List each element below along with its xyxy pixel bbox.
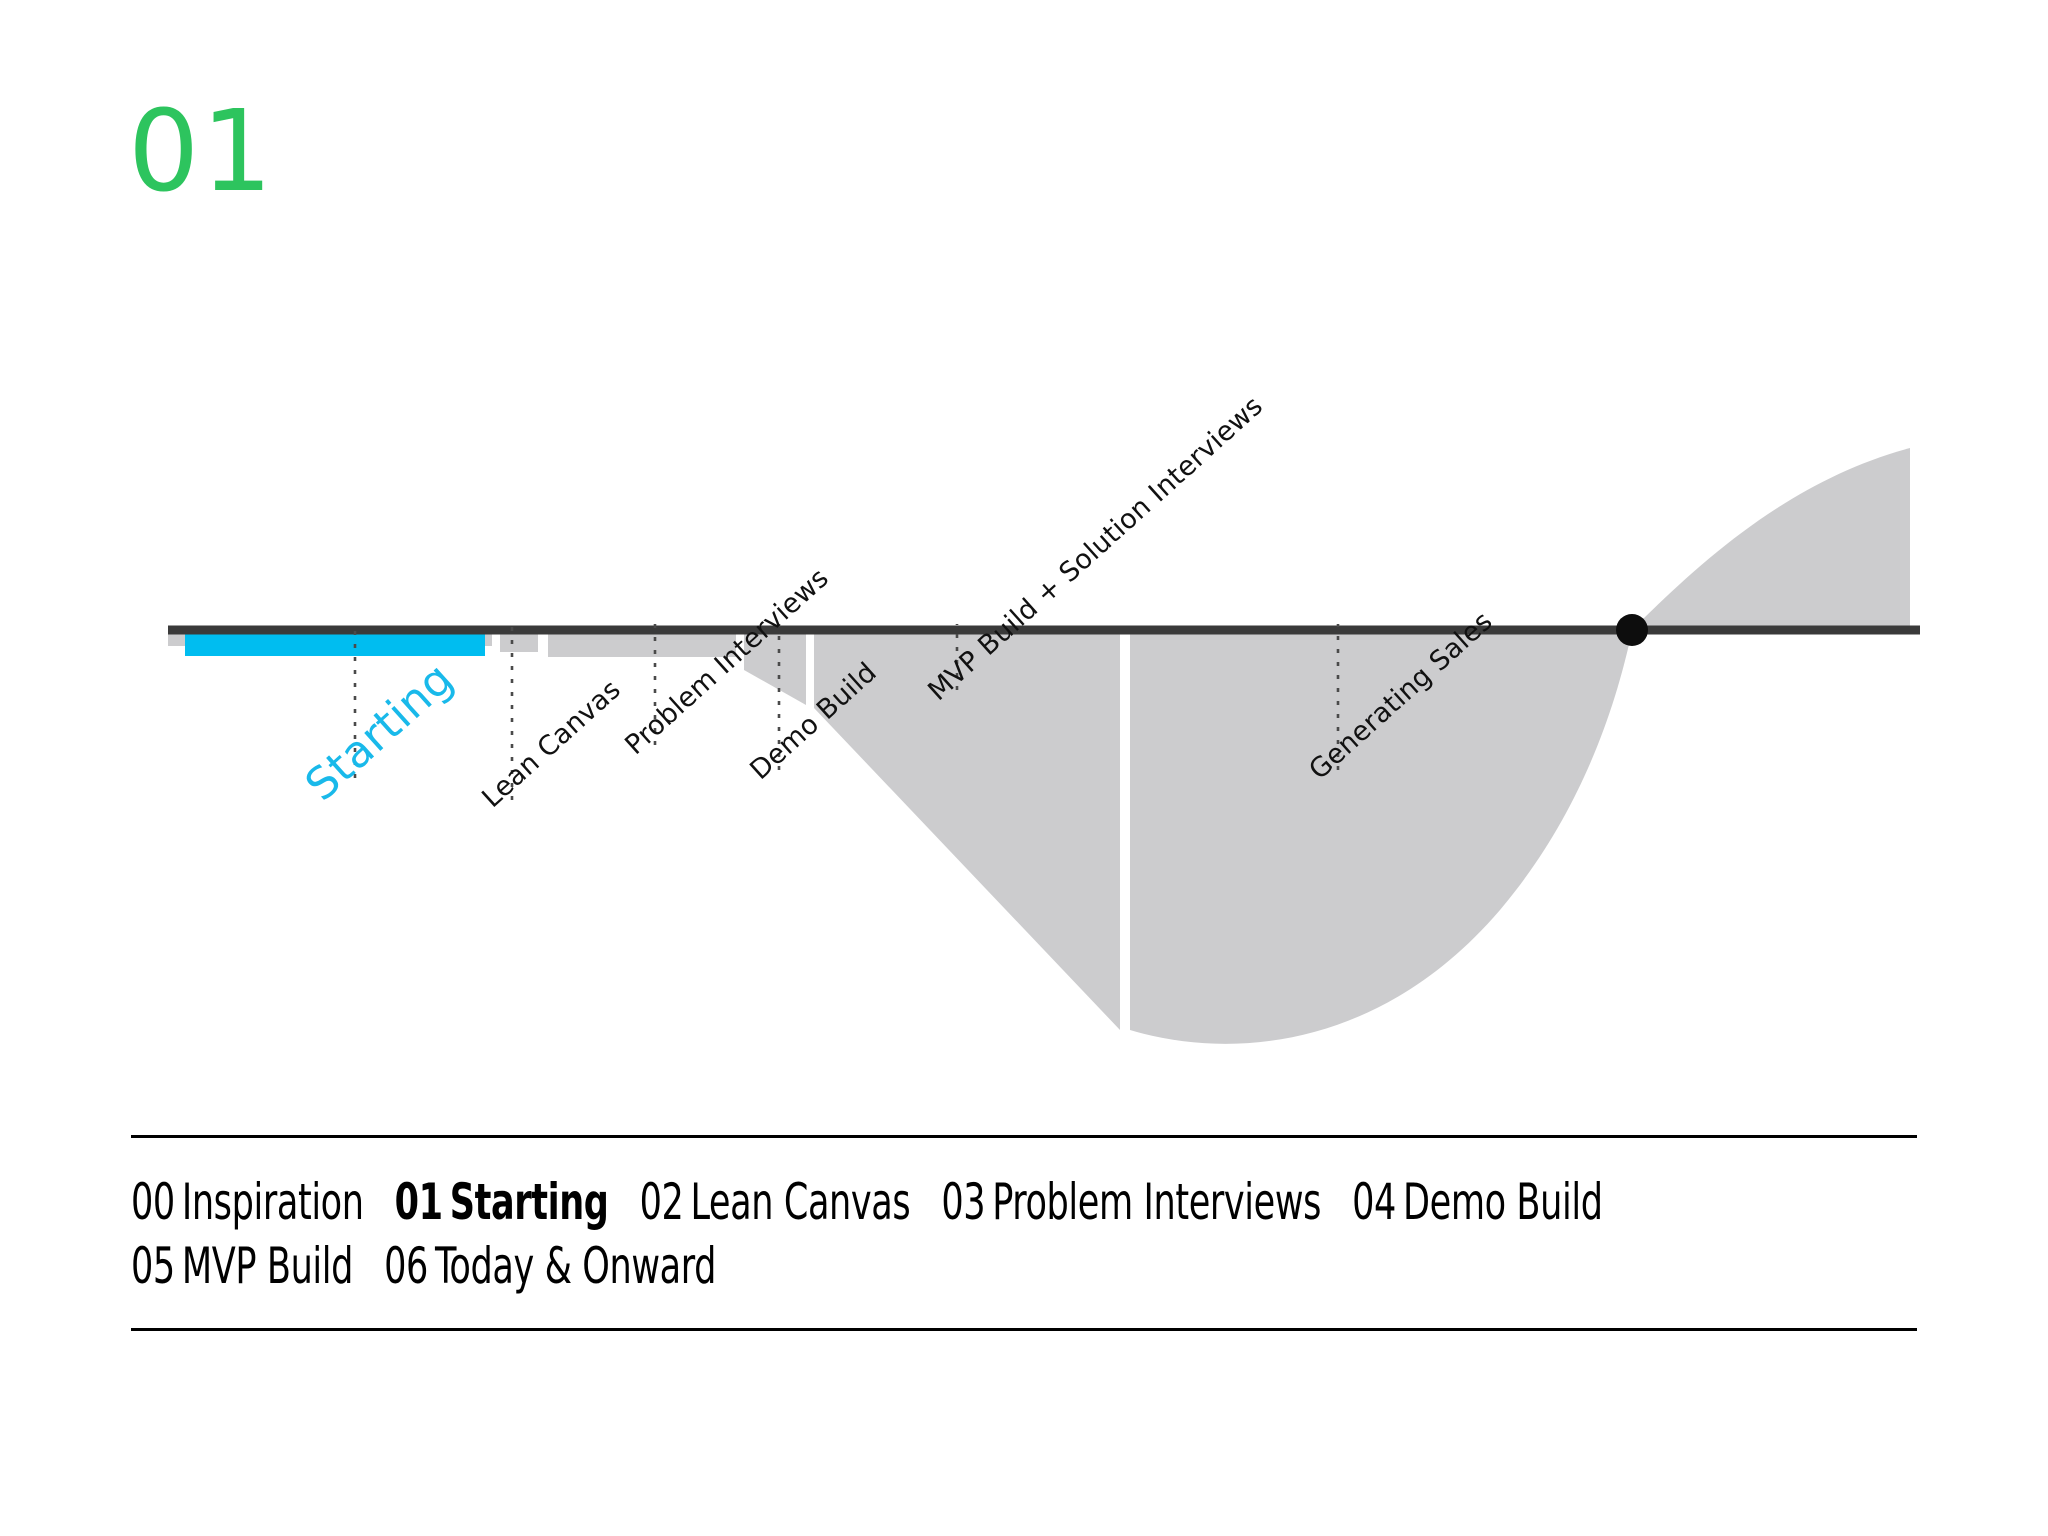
agenda-item-06-number: 06 xyxy=(384,1237,428,1295)
agenda-item-02-number: 02 xyxy=(639,1173,684,1231)
area-segment-problem-interviews xyxy=(548,630,736,657)
startup-journey-chart: Starting Lean Canvas Problem Interviews … xyxy=(0,330,2048,1090)
agenda-top-rule xyxy=(131,1135,1917,1138)
break-even-dot xyxy=(1616,614,1648,646)
leader-lines xyxy=(353,624,1340,800)
agenda-item-05-label: MVP Build xyxy=(181,1237,354,1295)
current-stage-highlight-bar xyxy=(185,632,485,656)
agenda-item-00-number: 00 xyxy=(131,1173,175,1231)
agenda-item-04-number: 04 xyxy=(1352,1173,1396,1231)
agenda-item-00-label: Inspiration xyxy=(181,1173,364,1231)
area-segment-lean-canvas xyxy=(500,630,538,652)
area-segment-mvp-build xyxy=(814,630,1120,1030)
chart-svg xyxy=(168,448,1920,1044)
agenda-item-01-label: Starting xyxy=(449,1173,609,1231)
agenda-item-03-label: Problem Interviews xyxy=(992,1173,1322,1231)
agenda-item-05-number: 05 xyxy=(131,1237,175,1295)
agenda-item-03-number: 03 xyxy=(941,1173,986,1231)
agenda-item-04-label: Demo Build xyxy=(1402,1173,1603,1231)
area-segment-today-onward xyxy=(1632,448,1910,630)
agenda-bottom-rule xyxy=(131,1328,1917,1331)
area-segment-demo-build xyxy=(744,630,806,705)
agenda-item-01-number: 01 xyxy=(394,1173,443,1231)
agenda-item-02-label: Lean Canvas xyxy=(690,1173,911,1231)
area-band xyxy=(168,448,1910,1044)
agenda-item-06-label: Today & Onward xyxy=(434,1237,717,1295)
slide-number: 01 xyxy=(128,87,275,217)
area-segment-trough xyxy=(1130,630,1632,1044)
